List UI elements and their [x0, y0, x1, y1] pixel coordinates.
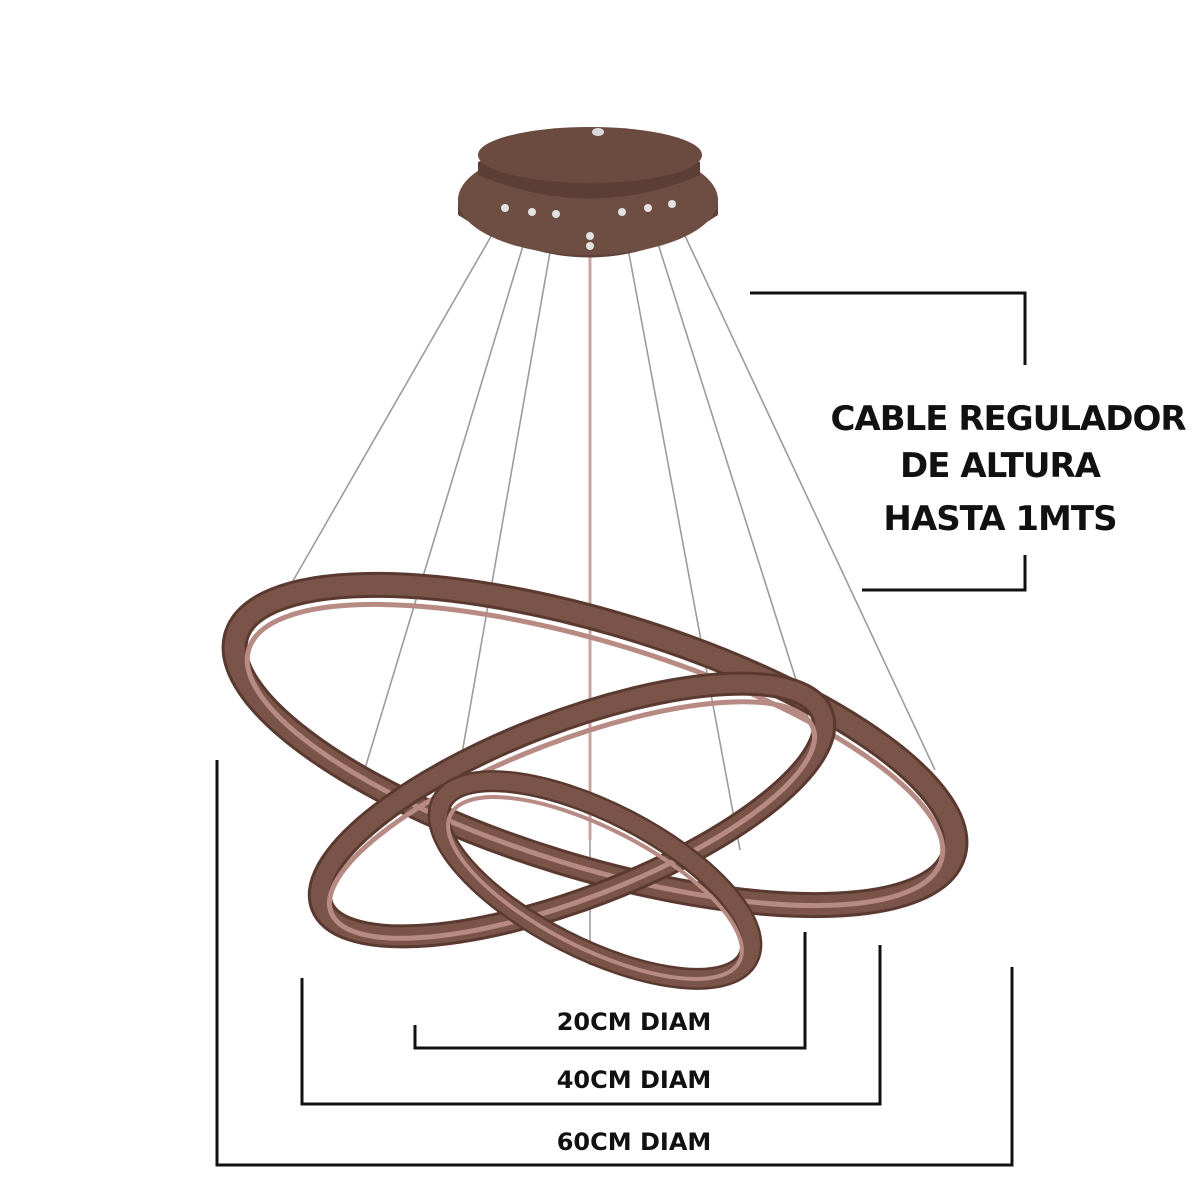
wire: [621, 215, 741, 851]
wire: [647, 211, 816, 741]
cable-label-line1: CABLE REGULADOR: [830, 399, 1186, 439]
small-ring: [427, 770, 763, 990]
large-ring: [221, 571, 969, 919]
dimension-20cm: 20CM DIAM: [413, 932, 807, 1050]
dimension-label-40cm: 40CM DIAM: [557, 1066, 712, 1094]
dimension-60cm: 60CM DIAM: [215, 760, 1014, 1167]
cable-label-line2: DE ALTURA: [900, 446, 1102, 486]
cable-label-line3: HASTA 1MTS: [883, 499, 1116, 539]
dimension-bracket: [413, 932, 807, 1050]
mount-screw-icon: [592, 128, 604, 136]
dimension-label-60cm: 60CM DIAM: [557, 1128, 712, 1156]
wire: [671, 207, 936, 771]
wire: [359, 215, 533, 786]
dimension-bracket: [300, 945, 882, 1106]
wire: [281, 211, 506, 601]
ceiling-canopy: [458, 127, 718, 258]
medium-ring: [307, 671, 837, 949]
dimension-40cm: 40CM DIAM: [300, 945, 882, 1106]
cable-label: CABLE REGULADOR DE ALTURA HASTA 1MTS: [830, 399, 1187, 539]
wire: [459, 217, 557, 766]
dimension-label-20cm: 20CM DIAM: [557, 1008, 712, 1036]
cable-bracket: [750, 291, 1027, 592]
dimension-bracket: [215, 760, 1014, 1167]
